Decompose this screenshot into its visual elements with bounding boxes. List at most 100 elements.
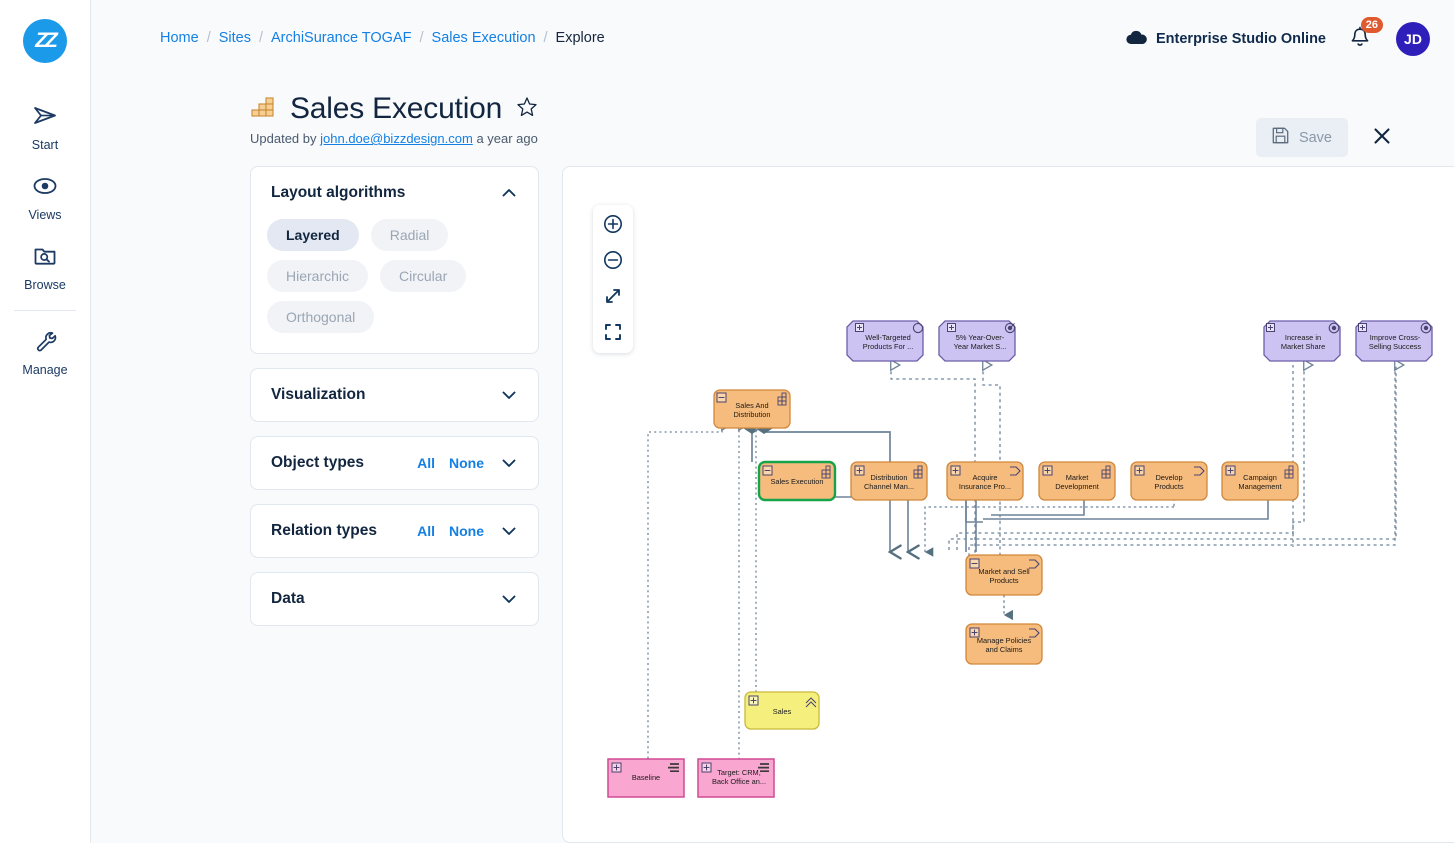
node-label: Market and Sell bbox=[978, 567, 1030, 576]
breadcrumb-item-sites[interactable]: Sites bbox=[218, 30, 251, 46]
breadcrumb-item-archisurance[interactable]: ArchiSurance TOGAF bbox=[271, 30, 412, 46]
node-label: Improve Cross- bbox=[1370, 333, 1421, 342]
layout-option-layered[interactable]: Layered bbox=[267, 219, 359, 251]
close-button[interactable] bbox=[1368, 122, 1396, 153]
edge-dpr-msp bbox=[924, 506, 1174, 557]
sidebar-item-browse-label: Browse bbox=[24, 278, 66, 292]
panel-visualization-header[interactable]: Visualization bbox=[251, 369, 538, 421]
node-label: Well-Targeted bbox=[865, 333, 910, 342]
settings-panel-column: Layout algorithms Layered Radial Hierarc… bbox=[250, 166, 539, 640]
panel-layout-algorithms-header[interactable]: Layout algorithms bbox=[251, 167, 538, 219]
panel-object-types-title: Object types bbox=[271, 454, 365, 471]
breadcrumb-separator: / bbox=[206, 30, 211, 46]
node-sales-execution[interactable]: Sales Execution bbox=[757, 460, 837, 502]
node-label: Development bbox=[1055, 482, 1099, 491]
layout-option-radial[interactable]: Radial bbox=[370, 219, 449, 251]
object-types-select-none[interactable]: None bbox=[449, 455, 484, 471]
panel-object-types-header[interactable]: Object types All None bbox=[251, 437, 538, 489]
breadcrumb-item-explore: Explore bbox=[555, 30, 605, 46]
breadcrumb: Home / Sites / ArchiSurance TOGAF / Sale… bbox=[160, 30, 605, 46]
zoom-in-button[interactable] bbox=[603, 214, 623, 237]
layout-option-hierarchic[interactable]: Hierarchic bbox=[267, 260, 369, 292]
chevron-up-icon[interactable] bbox=[500, 184, 518, 202]
node-label: Market Share bbox=[1281, 342, 1325, 351]
chevron-down-icon[interactable] bbox=[500, 386, 518, 404]
sidebar-item-start[interactable]: Start bbox=[0, 93, 90, 163]
node-label: Sales And bbox=[735, 401, 768, 410]
updated-meta: Updated by john.doe@bizzdesign.com a yea… bbox=[250, 131, 538, 146]
rail-divider bbox=[14, 310, 76, 311]
node-label: Products For ... bbox=[863, 342, 914, 351]
top-bar: Home / Sites / ArchiSurance TOGAF / Sale… bbox=[91, 0, 1454, 79]
node-market-development[interactable]: Market Development bbox=[1038, 461, 1116, 501]
expand-button[interactable] bbox=[603, 286, 623, 309]
zoom-in-icon bbox=[603, 214, 623, 237]
close-icon bbox=[1372, 126, 1392, 149]
avatar[interactable]: JD bbox=[1396, 22, 1430, 56]
layout-option-circular[interactable]: Circular bbox=[380, 260, 467, 292]
node-label: Sales bbox=[773, 707, 792, 716]
zoom-out-button[interactable] bbox=[603, 250, 623, 273]
node-label: Target: CRM, bbox=[717, 768, 761, 777]
diagram-nodes: Well-Targeted Products For ... 5% Year-O… bbox=[607, 320, 1433, 798]
expand-arrows-icon bbox=[603, 286, 623, 309]
node-market-and-sell-products[interactable]: Market and Sell Products bbox=[965, 554, 1043, 596]
node-label: Sales Execution bbox=[771, 477, 824, 486]
panel-data-header[interactable]: Data bbox=[251, 573, 538, 625]
edge-route-right-inner bbox=[956, 365, 1294, 550]
node-well-targeted-products[interactable]: Well-Targeted Products For ... bbox=[846, 320, 924, 362]
object-types-select-all[interactable]: All bbox=[417, 455, 435, 471]
node-label: Back Office an... bbox=[712, 777, 766, 786]
node-label: Distribution bbox=[871, 473, 908, 482]
updated-user-link[interactable]: john.doe@bizzdesign.com bbox=[320, 131, 473, 146]
notifications-button[interactable]: 26 bbox=[1348, 17, 1383, 53]
favorite-star-icon[interactable] bbox=[516, 96, 538, 123]
node-5-percent-yoy-market-share[interactable]: 5% Year-Over- Year Market S... bbox=[938, 320, 1016, 362]
panel-relation-types: Relation types All None bbox=[250, 504, 539, 558]
save-disk-icon bbox=[1272, 127, 1289, 148]
panel-layout-algorithms-title: Layout algorithms bbox=[271, 184, 406, 201]
panel-visualization: Visualization bbox=[250, 368, 539, 422]
panel-relation-types-header[interactable]: Relation types All None bbox=[251, 505, 538, 557]
node-label: 5% Year-Over- bbox=[956, 333, 1005, 342]
layout-option-orthogonal[interactable]: Orthogonal bbox=[267, 301, 375, 333]
sidebar-item-browse[interactable]: Browse bbox=[0, 233, 90, 303]
chevron-down-icon[interactable] bbox=[500, 454, 518, 472]
edge-realization-baseline-sad bbox=[647, 418, 733, 772]
diagram-canvas[interactable]: Well-Targeted Products For ... 5% Year-O… bbox=[562, 166, 1454, 843]
breadcrumb-item-sales-execution[interactable]: Sales Execution bbox=[431, 30, 536, 46]
node-sales-and-distribution[interactable]: Sales And Distribution bbox=[713, 389, 791, 429]
sidebar-item-manage[interactable]: Manage bbox=[0, 318, 90, 388]
node-distribution-channel-management[interactable]: Distribution Channel Man... bbox=[850, 461, 928, 501]
breadcrumb-item-home[interactable]: Home bbox=[160, 30, 199, 46]
fit-screen-button[interactable] bbox=[603, 322, 623, 345]
sidebar-item-views[interactable]: Views bbox=[0, 163, 90, 233]
breadcrumb-separator: / bbox=[543, 30, 548, 46]
product-label: Enterprise Studio Online bbox=[1126, 30, 1326, 49]
panel-data-title: Data bbox=[271, 590, 305, 607]
node-increase-in-market-share[interactable]: Increase in Market Share bbox=[1263, 320, 1341, 362]
chevron-down-icon[interactable] bbox=[500, 590, 518, 608]
node-develop-products[interactable]: Develop Products bbox=[1130, 461, 1208, 501]
node-manage-policies-and-claims[interactable]: Manage Policies and Claims bbox=[965, 623, 1043, 665]
node-improve-cross-selling-success[interactable]: Improve Cross- Selling Success bbox=[1355, 320, 1433, 362]
node-label: Channel Man... bbox=[864, 482, 914, 491]
relation-types-select-none[interactable]: None bbox=[449, 523, 484, 539]
node-sales-actor[interactable]: Sales bbox=[744, 691, 820, 730]
chevron-down-icon[interactable] bbox=[500, 522, 518, 540]
archimate-diagram[interactable]: Well-Targeted Products For ... 5% Year-O… bbox=[563, 167, 1454, 843]
edge-realization-msp-imp bbox=[968, 358, 1406, 572]
node-label: Market bbox=[1066, 473, 1089, 482]
relation-types-select-all[interactable]: All bbox=[417, 523, 435, 539]
node-target-crm-back-office[interactable]: Target: CRM, Back Office an... bbox=[697, 758, 775, 798]
page-header: Sales Execution Updated by john.doe@bizz… bbox=[250, 92, 538, 146]
panel-relation-types-title: Relation types bbox=[271, 522, 377, 539]
edge-route-right-outer bbox=[948, 365, 1397, 550]
save-button[interactable]: Save bbox=[1255, 118, 1348, 157]
app-logo[interactable]: ZZ bbox=[23, 19, 67, 63]
node-acquire-insurance-product[interactable]: Acquire Insurance Pro... bbox=[946, 461, 1024, 501]
node-campaign-management[interactable]: Campaign Management bbox=[1221, 461, 1299, 501]
node-baseline[interactable]: Baseline bbox=[607, 758, 685, 798]
panel-data: Data bbox=[250, 572, 539, 626]
